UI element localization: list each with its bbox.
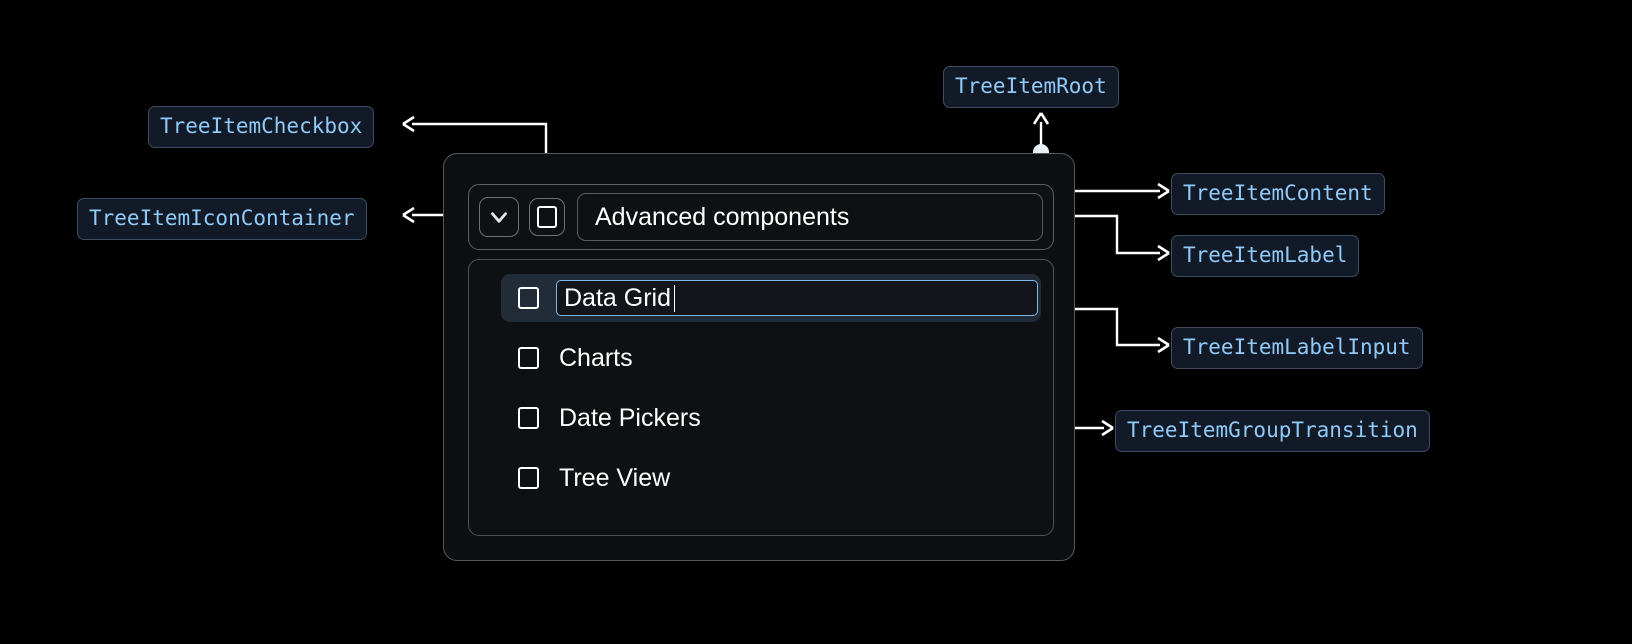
row-spacer [469, 322, 1053, 334]
annotation-badge-tree-item-icon-container: TreeItemIconContainer [77, 198, 367, 240]
tree-item-checkbox[interactable] [518, 467, 539, 489]
tree-item-label-input[interactable]: Data Grid [556, 280, 1038, 316]
annotation-badge-tree-item-root: TreeItemRoot [943, 66, 1119, 108]
arrowhead-content [1157, 182, 1170, 200]
tree-item-checkbox[interactable] [518, 407, 539, 429]
annotation-badge-tree-item-checkbox: TreeItemCheckbox [148, 106, 375, 148]
tree-item-group-transition: Data Grid Charts Date Pickers Tree View [468, 259, 1054, 536]
annotation-badge-tree-item-content: TreeItemContent [1171, 173, 1385, 215]
tree-item-label: Charts [559, 343, 633, 372]
row-spacer [469, 382, 1053, 394]
tree-item-row[interactable]: Tree View [501, 454, 1041, 502]
checkbox-square-icon [537, 206, 557, 228]
arrowhead-label [1157, 244, 1170, 262]
chevron-down-icon [486, 204, 512, 230]
arrowhead-checkbox [402, 115, 415, 133]
tree-item-icon-container[interactable] [479, 197, 519, 237]
tree-item-label[interactable]: Advanced components [577, 193, 1043, 241]
tree-item-row[interactable]: Charts [501, 334, 1041, 382]
tree-item-label: Date Pickers [559, 403, 701, 432]
tree-item-row[interactable]: Date Pickers [501, 394, 1041, 442]
tree-item-label-text: Advanced components [595, 202, 850, 231]
arrowhead-group-transition [1101, 419, 1114, 437]
tree-item-label: Tree View [559, 463, 671, 492]
tree-item-label-input-value: Data Grid [564, 283, 671, 312]
annotation-badge-tree-item-label: TreeItemLabel [1171, 235, 1360, 277]
tree-item-checkbox[interactable] [518, 347, 539, 369]
tree-item-row[interactable]: Data Grid [501, 274, 1041, 322]
row-spacer [469, 442, 1053, 454]
tree-item-root[interactable]: Advanced components Data Grid Charts [443, 153, 1075, 561]
arrowhead-icon-container [402, 206, 415, 224]
text-caret [673, 284, 676, 312]
tree-item-checkbox[interactable] [529, 198, 565, 236]
annotation-badge-tree-item-group-transition: TreeItemGroupTransition [1115, 410, 1430, 452]
arrowhead-label-input [1157, 336, 1170, 354]
tree-item-checkbox[interactable] [518, 287, 539, 309]
tree-item-content[interactable]: Advanced components [468, 184, 1054, 250]
annotation-badge-tree-item-label-input: TreeItemLabelInput [1171, 327, 1423, 369]
arrowhead-root [1032, 112, 1050, 125]
